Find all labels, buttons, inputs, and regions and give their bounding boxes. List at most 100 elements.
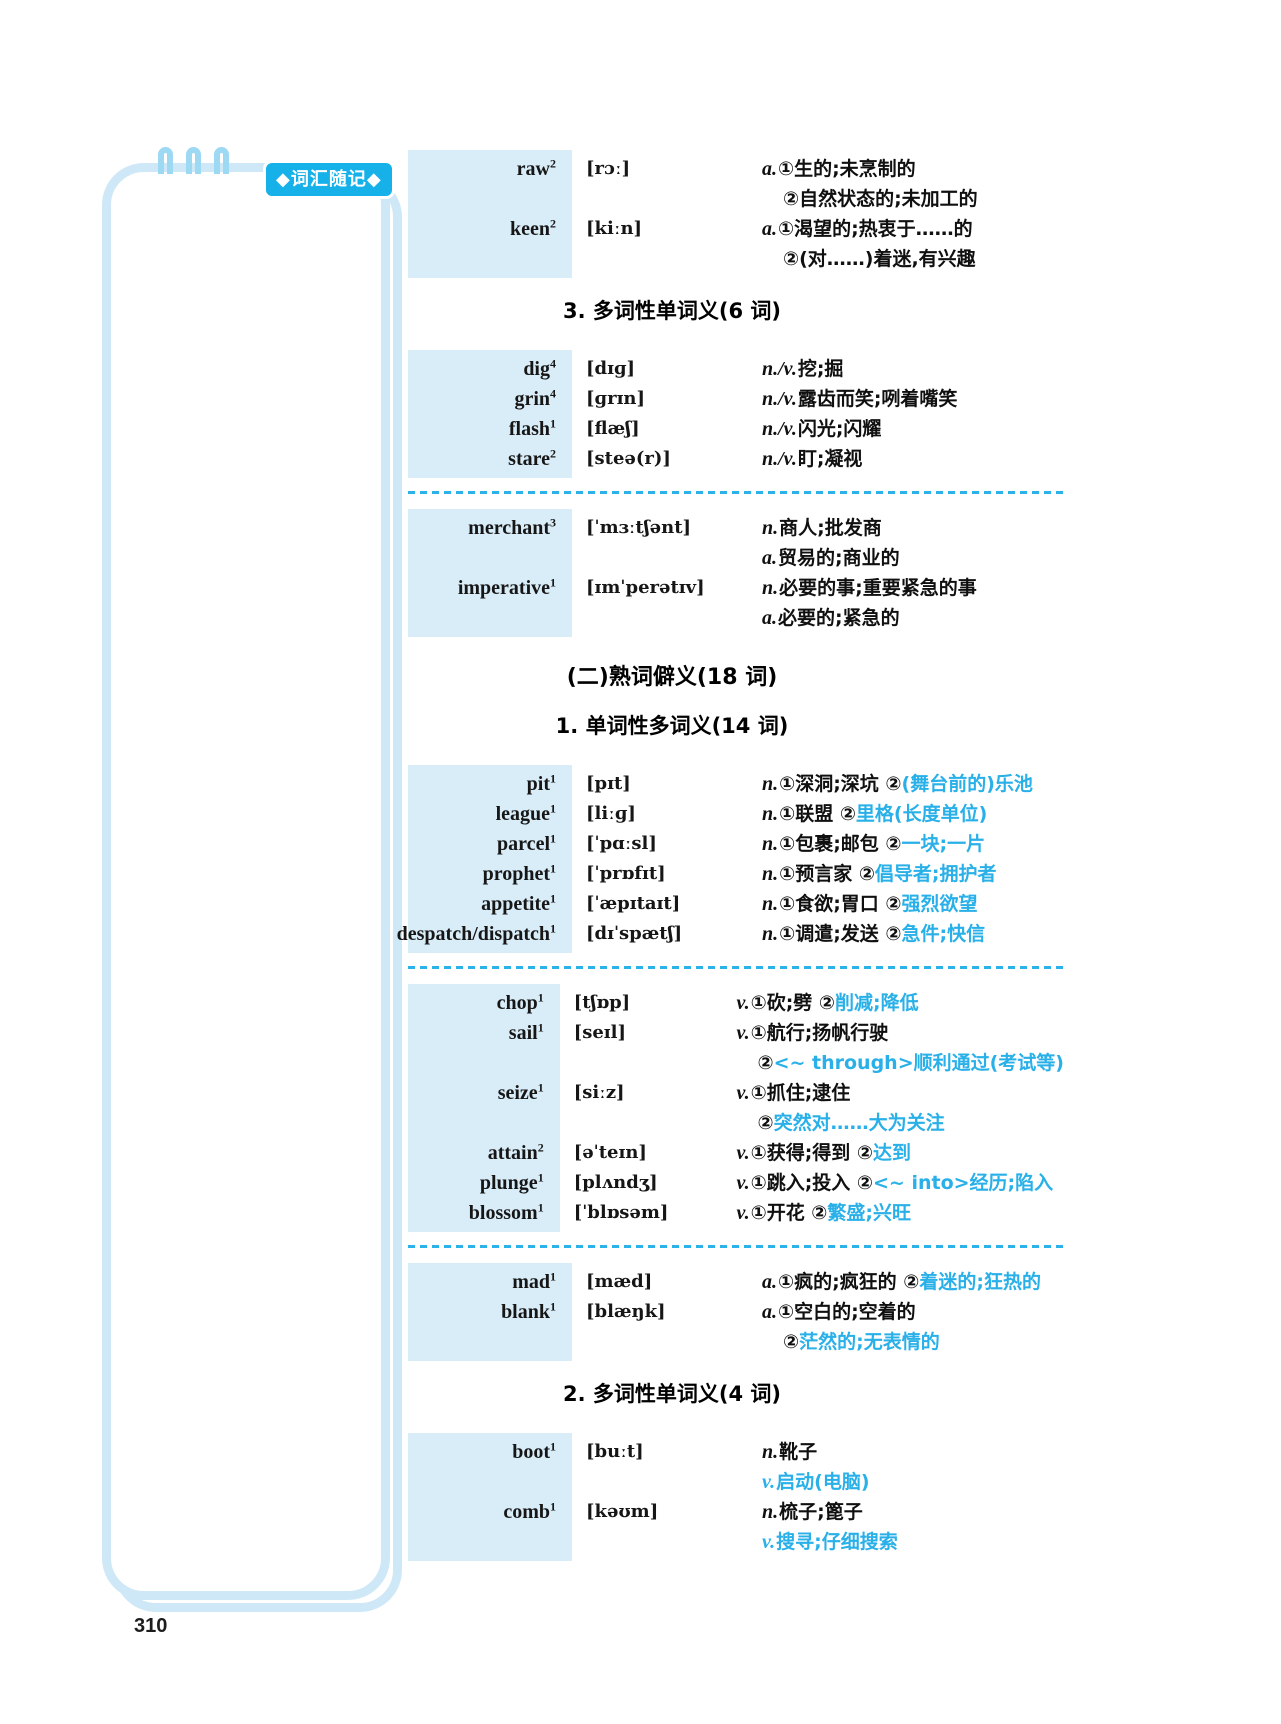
definition-segment: v. — [736, 1082, 750, 1104]
definition-segment: 必要的事;重要紧急的事 — [779, 577, 977, 599]
entry-word: raw2 — [408, 154, 572, 214]
entry-phonetic: [ɪmˈperətɪv] — [586, 577, 705, 598]
entry-word-frequency: 2 — [537, 1140, 544, 1155]
entry-word-text: grin4 — [514, 386, 556, 410]
entry-definition: n./v.闪光;闪耀 — [762, 414, 1064, 444]
entry-definition: n.①深洞;深坑 ②(舞台前的)乐池 — [762, 769, 1064, 799]
entry-phonetic: [əˈteɪn] — [573, 1142, 647, 1163]
definition-segment: n. — [762, 517, 779, 539]
entry-word-text: attain2 — [487, 1140, 544, 1164]
entry-word: blank1 — [408, 1297, 572, 1357]
definition-segment: 里格(长度单位) — [855, 803, 988, 825]
entry-word-frequency: 1 — [550, 861, 556, 876]
section-header: (二)熟词僻义(18 词) — [566, 665, 778, 690]
entry-word-frequency: 1 — [537, 990, 544, 1005]
entry-word-frequency: 1 — [550, 1499, 556, 1514]
entry-definition: v.①抓住;逮住 — [736, 1078, 1064, 1108]
entry-phonetic: [siːz] — [573, 1082, 625, 1103]
entry-definition: ②突然对……大为关注 — [736, 1108, 1064, 1138]
entry-word-text: keen2 — [510, 216, 556, 240]
definition-segment: n./v. — [762, 418, 797, 440]
definition-segment: 闪光;闪耀 — [797, 418, 882, 440]
phonetic-column: [tʃɒp][seɪl][siːz][əˈteɪn][plʌndʒ][ˈblɒs… — [560, 984, 737, 1232]
definition-segment: 挖;掘 — [797, 358, 844, 380]
entry-phonetic: [seɪl] — [573, 1022, 626, 1043]
entry-definition: ②茫然的;无表情的 — [762, 1327, 1064, 1357]
definition-segment: ①获得;得到 ② — [750, 1142, 873, 1164]
entry-definition: a.①渴望的;热衷于……的 — [762, 214, 1064, 244]
entry-definition: n./v.露齿而笑;咧着嘴笑 — [762, 384, 1064, 414]
entry-word: imperative1 — [408, 573, 572, 633]
entry-definition: n.梳子;篦子 — [762, 1497, 1064, 1527]
entry-phonetic: [plʌndʒ] — [573, 1172, 658, 1193]
entry-definition: ②自然状态的;未加工的 — [762, 184, 1064, 214]
definition-segment: 启动(电脑) — [776, 1471, 870, 1493]
entry-definition: v.①砍;劈 ②削减;降低 — [736, 988, 1064, 1018]
entry-word-frequency: 4 — [550, 356, 556, 371]
entry-word-frequency: 4 — [550, 386, 556, 401]
definition-segment: n. — [762, 893, 779, 915]
entry-word-frequency: 1 — [550, 921, 556, 936]
entry-word: parcel1 — [408, 829, 572, 859]
definition-segment: 搜寻;仔细搜索 — [776, 1531, 898, 1553]
definition-segment: 贸易的;商业的 — [778, 547, 900, 569]
definition-segment: v. — [762, 1531, 776, 1553]
phonetic-column: [pɪt][liːɡ][ˈpɑːsl][ˈprɒfɪt][ˈæpɪtaɪt][d… — [572, 765, 762, 953]
definition-segment: (舞台前的)乐池 — [901, 773, 1033, 795]
phonetic-column: [ˈmɜːtʃənt][ɪmˈperətɪv] — [572, 509, 762, 637]
entry-word-frequency: 1 — [550, 801, 556, 816]
binder-ring-icon — [186, 147, 201, 174]
definition-segment: ①深洞;深坑 ② — [779, 773, 902, 795]
entry-definition: n.必要的事;重要紧急的事 — [762, 573, 1064, 603]
entry-definition: n.①调遣;发送 ②急件;快信 — [762, 919, 1064, 949]
definition-segment: v. — [762, 1471, 776, 1493]
definition-segment: 削减;降低 — [835, 992, 919, 1014]
entry-word-text: parcel1 — [497, 831, 556, 855]
definition-segment: 强烈欲望 — [901, 893, 978, 915]
phonetic-column: [rɔː][kiːn] — [572, 150, 762, 278]
entry-definition: n.靴子 — [762, 1437, 1064, 1467]
entry-word-frequency: 1 — [550, 575, 556, 590]
definition-segment: 梳子;篦子 — [779, 1501, 863, 1523]
entry-word-text: imperative1 — [457, 575, 556, 599]
entry-word-text: plunge1 — [479, 1170, 544, 1194]
entry-word: grin4 — [408, 384, 572, 414]
definition-segment: ①调遣;发送 ② — [779, 923, 902, 945]
entry-phonetic: [buːt] — [586, 1441, 644, 1462]
entry-word-frequency: 1 — [550, 831, 556, 846]
definition-segment: 着迷的;狂热的 — [919, 1271, 1041, 1293]
section-header: 1. 单词性多词义(14 词) — [555, 714, 789, 738]
vocab-notes-badge: ◆词汇随记◆ — [263, 160, 395, 199]
entry-definition: n./v.盯;凝视 — [762, 444, 1064, 474]
entry-word-text: prophet1 — [482, 861, 556, 885]
definition-segment: ①跳入;投入 ② — [750, 1172, 873, 1194]
entry-phonetic: [tʃɒp] — [573, 992, 631, 1013]
entry-definition: a.①生的;未烹制的 — [762, 154, 1064, 184]
entry-word: sail1 — [408, 1018, 560, 1078]
entry-word-frequency: 2 — [550, 446, 556, 461]
definition-segment: ①包裹;邮包 ② — [779, 833, 902, 855]
definition-segment: v. — [736, 992, 750, 1014]
entry-definition: v.①跳入;投入 ②<~ into>经历;陷入 — [736, 1168, 1064, 1198]
entry-word: merchant3 — [408, 513, 572, 573]
definition-segment: v. — [736, 1172, 750, 1194]
entry-word-text: blossom1 — [468, 1200, 544, 1224]
entry-word: boot1 — [408, 1437, 572, 1497]
entry-definition: n.①食欲;胃口 ②强烈欲望 — [762, 889, 1064, 919]
entry-word-frequency: 3 — [550, 515, 556, 530]
entry-definition: v.①开花 ②繁盛;兴旺 — [736, 1198, 1064, 1228]
entry-word: flash1 — [408, 414, 572, 444]
definition-segment: 商人;批发商 — [779, 517, 882, 539]
definition-segment: ①渴望的;热衷于……的 — [778, 218, 973, 240]
